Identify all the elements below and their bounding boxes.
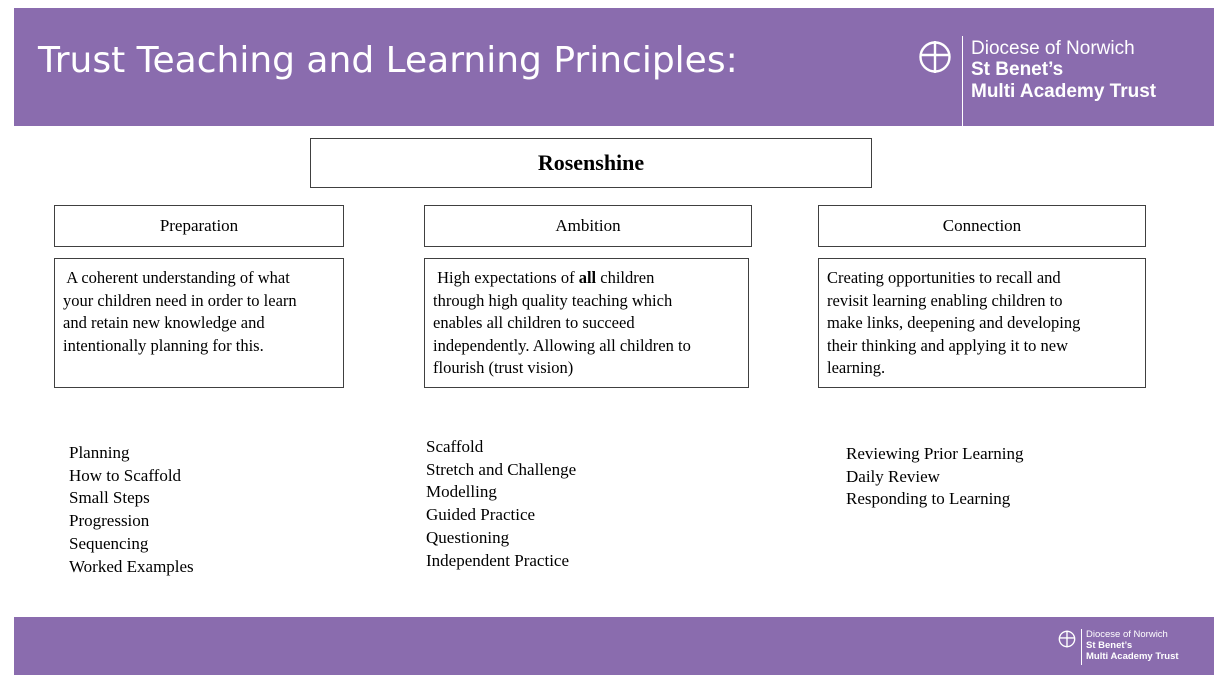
ambition-desc-end: children xyxy=(596,268,655,287)
trust-logo: Diocese of Norwich St Benet’s Multi Acad… xyxy=(918,36,1156,128)
logo-line-mat: Multi Academy Trust xyxy=(971,80,1157,102)
connection-description-box: Creating opportunities to recall and rev… xyxy=(818,258,1146,388)
list-item: Stretch and Challenge xyxy=(426,459,577,479)
list-item: Small Steps xyxy=(69,488,150,508)
preparation-list: Planning How to Scaffold Small Steps Pro… xyxy=(69,442,194,578)
page-title: Trust Teaching and Learning Principles: xyxy=(38,40,738,81)
ambition-desc-line: independently. Allowing all children to xyxy=(433,335,691,355)
ambition-title-box: Ambition xyxy=(424,205,752,247)
list-item: Modelling xyxy=(426,482,497,502)
list-item: Questioning xyxy=(426,527,510,547)
list-item: Planning xyxy=(69,443,130,462)
ambition-desc-line: enables all children to succeed xyxy=(433,313,635,332)
preparation-desc-line: and retain new knowledge and xyxy=(63,313,265,332)
connection-list: Reviewing Prior Learning Daily Review Re… xyxy=(846,443,1024,511)
preparation-title-box: Preparation xyxy=(54,205,344,247)
ambition-list: Scaffold Stretch and Challenge Modelling… xyxy=(426,436,576,572)
ambition-desc-bold: all xyxy=(578,268,597,287)
connection-title: Connection xyxy=(942,216,1022,235)
connection-desc-line: make links, deepening and developing xyxy=(827,313,1081,332)
logo-divider xyxy=(1081,629,1082,665)
preparation-description-box: A coherent understanding of what your ch… xyxy=(54,258,344,388)
preparation-title: Preparation xyxy=(159,216,239,235)
list-item: Sequencing xyxy=(69,533,149,553)
ambition-description-box: High expectations of all children throug… xyxy=(424,258,749,388)
header-band: Trust Teaching and Learning Principles: … xyxy=(14,8,1214,128)
ambition-desc-line: flourish (trust vision) xyxy=(433,358,574,377)
connection-desc-line: revisit learning enabling children to xyxy=(827,290,1063,310)
list-item: Independent Practice xyxy=(426,550,570,570)
preparation-desc-line: your children need in order to learn xyxy=(63,290,297,310)
footer-logo-line-diocese: Diocese of Norwich xyxy=(1086,629,1168,640)
list-item: Reviewing Prior Learning xyxy=(846,444,1024,463)
logo-line-diocese: Diocese of Norwich xyxy=(971,38,1135,59)
list-item: Responding to Learning xyxy=(846,489,1011,509)
footer-logo-line-st-benets: St Benet’s xyxy=(1086,640,1133,652)
logo-text: Diocese of Norwich St Benet’s Multi Acad… xyxy=(971,38,1156,102)
footer-trust-logo: Diocese of Norwich St Benet’s Multi Acad… xyxy=(1058,629,1179,665)
list-item: Guided Practice xyxy=(426,505,536,525)
rosenshine-heading: Rosenshine xyxy=(537,150,645,175)
connection-desc-line: Creating opportunities to recall and xyxy=(827,268,1061,287)
footer-logo-line-mat: Multi Academy Trust xyxy=(1086,651,1179,663)
cross-circle-icon xyxy=(919,41,951,73)
connection-desc-line: their thinking and applying it to new xyxy=(827,335,1069,355)
cross-circle-icon xyxy=(1058,630,1076,648)
connection-desc-line: learning. xyxy=(827,358,886,377)
ambition-desc-line: High expectations of all children xyxy=(433,267,740,290)
logo-line-st-benets: St Benet’s xyxy=(971,59,1064,81)
list-item: Progression xyxy=(69,511,150,531)
rosenshine-box: Rosenshine xyxy=(310,138,872,188)
list-item: How to Scaffold xyxy=(69,465,182,485)
connection-title-box: Connection xyxy=(818,205,1146,247)
footer-logo-text: Diocese of Norwich St Benet’s Multi Acad… xyxy=(1086,629,1179,663)
footer-band: Diocese of Norwich St Benet’s Multi Acad… xyxy=(14,617,1214,675)
list-item: Daily Review xyxy=(846,466,940,486)
list-item: Scaffold xyxy=(426,437,484,456)
ambition-title: Ambition xyxy=(555,216,621,235)
logo-divider xyxy=(962,36,963,128)
preparation-desc-line: A coherent understanding of what xyxy=(63,268,290,287)
preparation-desc-line: intentionally planning for this. xyxy=(63,335,264,355)
list-item: Worked Examples xyxy=(69,556,194,576)
ambition-desc-line: through high quality teaching which xyxy=(433,290,673,310)
ambition-desc-start: High expectations of xyxy=(433,268,579,287)
